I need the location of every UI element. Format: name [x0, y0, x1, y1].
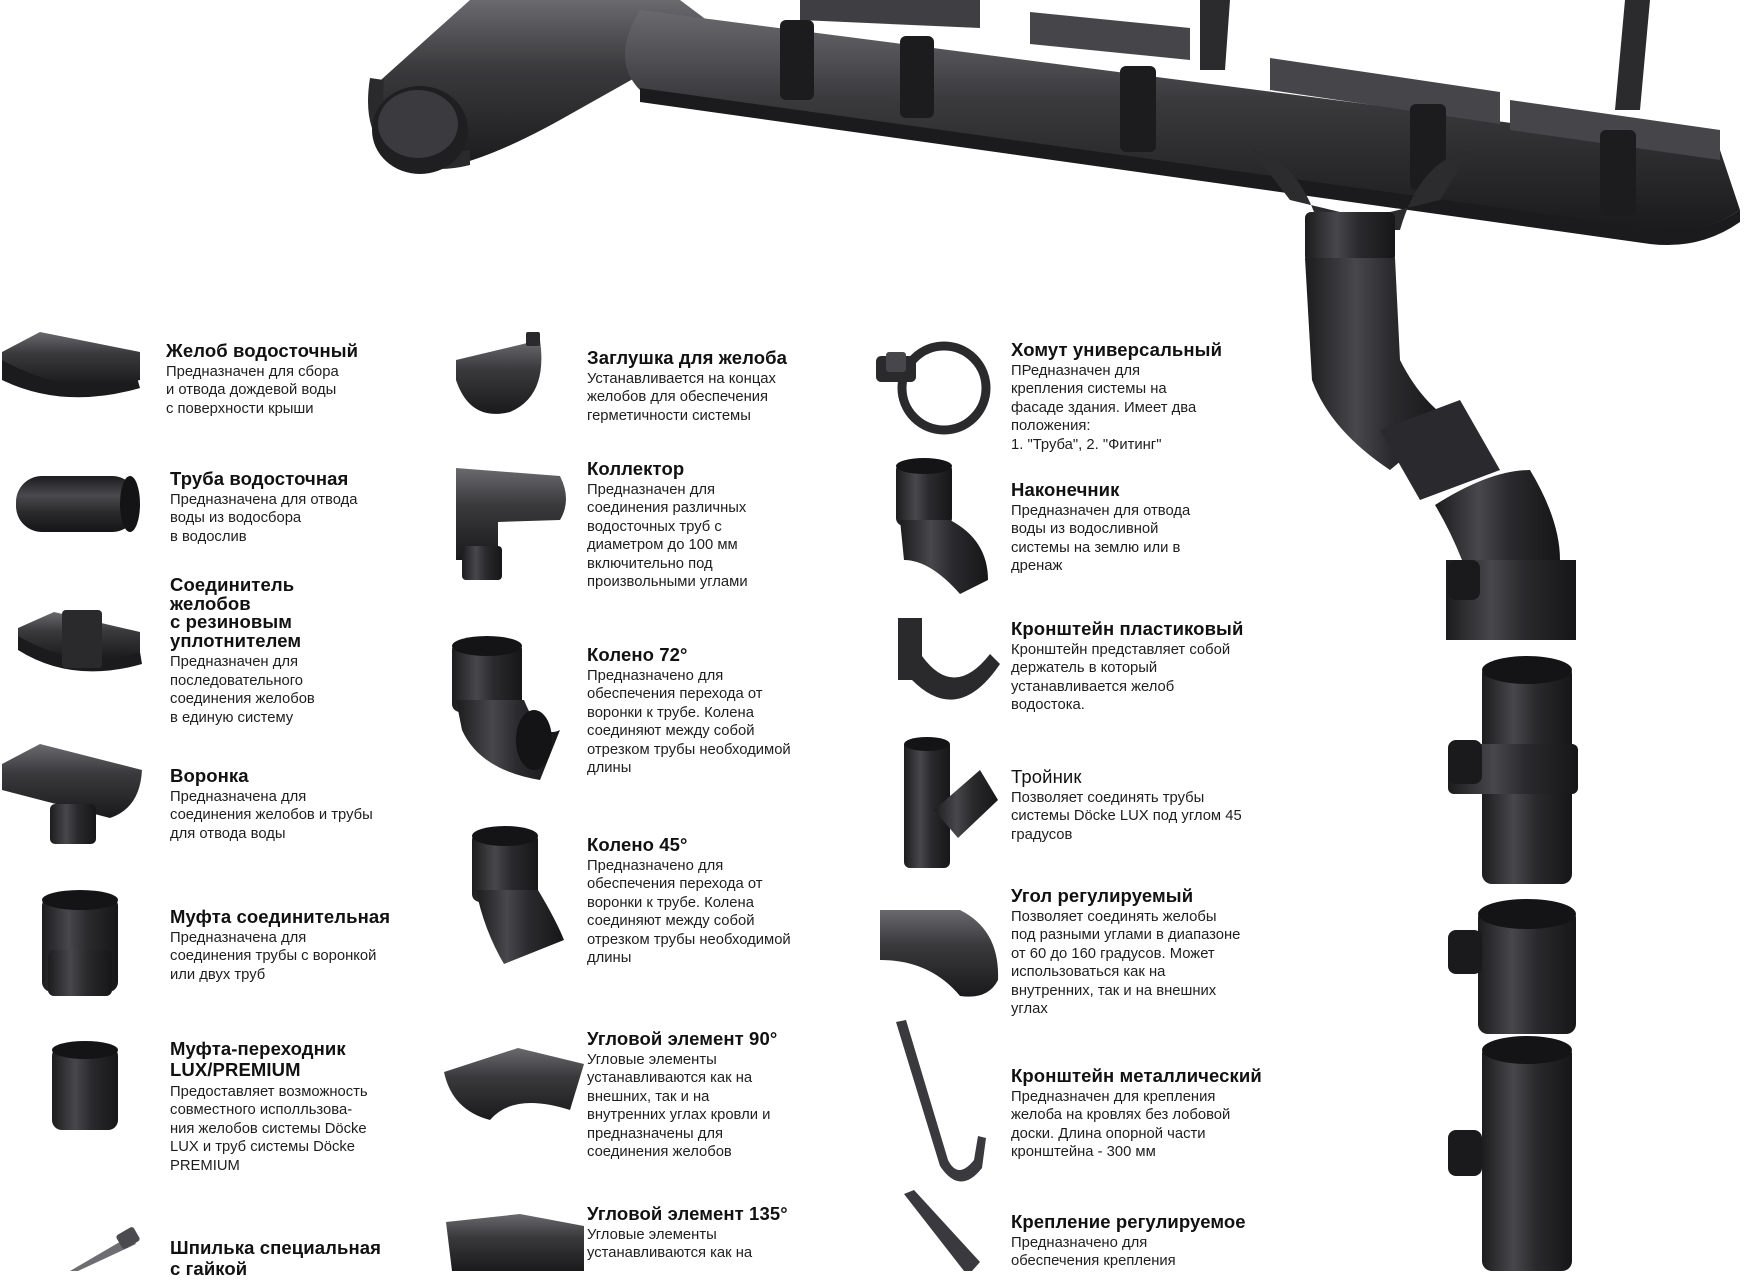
item-title: Воронка [170, 765, 249, 786]
item-description: Предназначена для отвода воды из водосбо… [170, 492, 358, 545]
funnel-icon [2, 744, 142, 844]
item-title: Угловой элемент 90° [587, 1028, 778, 1049]
item-title: Желоб водосточный [166, 340, 359, 361]
plastic-bracket-icon [898, 618, 1000, 700]
item-adjustable-mount: Крепление регулируемое Предназначено для… [1011, 1212, 1301, 1271]
item-pipe: Труба водосточная Предназначена для отво… [170, 469, 430, 546]
end-cap-icon [456, 332, 542, 414]
gutter-system-illustration [368, 0, 1740, 1271]
gutter-icon [2, 332, 140, 398]
pipe-icon [16, 476, 140, 532]
item-metal-bracket: Кронштейн металлический Предназначен для… [1011, 1066, 1301, 1162]
item-description: Предназначено для обеспечения перехода о… [587, 668, 791, 777]
item-description: Кронштейн представляет собой держатель в… [1011, 642, 1231, 714]
item-coupling: Муфта соединительная Предназначена для с… [170, 907, 430, 984]
item-gutter: Желоб водосточный Предназначен для сбора… [166, 341, 426, 418]
item-connector: Соединитель желобов с резиновым уплотнит… [170, 574, 430, 727]
collector-icon [456, 468, 566, 580]
item-corner-90: Угловой элемент 90° Угловые элементы уст… [587, 1029, 847, 1161]
item-title: Соединитель желобов с резиновым уплотнит… [170, 574, 302, 651]
item-adapter: Муфта-переходник LUX/PREMIUM Предоставля… [170, 1038, 430, 1175]
item-title: Крепление регулируемое [1011, 1211, 1246, 1232]
adjustable-mount-icon [904, 1190, 980, 1271]
corner-90-icon [444, 1048, 584, 1120]
item-elbow-72: Колено 72° Предназначено для обеспечения… [587, 645, 847, 777]
adjustable-corner-icon [880, 910, 999, 997]
gutter-connector-icon [18, 610, 142, 672]
clamp-icon [876, 341, 991, 435]
item-description: Предназначен для крепления желоба на кро… [1011, 1089, 1231, 1161]
item-description: Позволяет соединять трубы системы Döcke … [1011, 790, 1242, 843]
item-title: Кронштейн металлический [1011, 1065, 1262, 1086]
item-description: Предоставляет возможность совместного ис… [170, 1084, 368, 1174]
item-funnel: Воронка Предназначена для соединения жел… [170, 766, 430, 843]
item-end-cap: Заглушка для желоба Устанавливается на к… [587, 348, 847, 425]
item-title: Колено 72° [587, 644, 688, 665]
item-title: Хомут универсальный [1011, 339, 1223, 360]
item-description: Устанавливается на концах желобов для об… [587, 371, 776, 424]
pipe-tip-icon [896, 458, 988, 594]
item-title: Угол регулируемый [1011, 885, 1194, 906]
item-title: Кронштейн пластиковый [1011, 618, 1244, 639]
item-collector: Коллектор Предназначен для соединения ра… [587, 459, 847, 591]
item-description: ПРедназначен для крепления системы на фа… [1011, 363, 1197, 453]
item-description: Предназначена для соединения трубы с вор… [170, 930, 377, 983]
item-stud: Шпилька специальная с гайкой [170, 1237, 430, 1282]
item-corner-135: Угловой элемент 135° Угловые элементы ус… [587, 1204, 847, 1263]
tee-icon [904, 737, 998, 868]
coupling-icon [42, 890, 118, 996]
item-title: Коллектор [587, 458, 685, 479]
item-elbow-45: Колено 45° Предназначено для обеспечения… [587, 835, 847, 967]
item-clamp: Хомут универсальный ПРедназначен для кре… [1011, 340, 1291, 454]
item-tee: Тройник Позволяет соединять трубы систем… [1011, 767, 1301, 844]
adapter-icon [52, 1041, 118, 1130]
item-title: Муфта-переходник LUX/PREMIUM [170, 1038, 346, 1080]
item-title: Труба водосточная [170, 468, 349, 489]
item-description: Угловые элементы устанавливаются как на … [587, 1052, 771, 1161]
corner-135-icon [446, 1214, 584, 1271]
item-description: Предназначено для обеспечения перехода о… [587, 858, 791, 967]
item-description: Позволяет соединять желобы под разными у… [1011, 909, 1241, 1018]
item-title: Шпилька специальная с гайкой [170, 1237, 382, 1279]
item-description: Предназначен для сбора и отвода дождевой… [166, 364, 339, 417]
item-title: Колено 45° [587, 834, 688, 855]
item-title: Наконечник [1011, 479, 1120, 500]
elbow-72-icon [452, 636, 560, 780]
item-title: Заглушка для желоба [587, 347, 788, 368]
item-pipe-tip: Наконечник Предназначен для отвода воды … [1011, 480, 1291, 576]
stud-icon [70, 1227, 140, 1271]
item-description: Угловые элементы устанавливаются как на [587, 1227, 753, 1262]
item-description: Предназначен для последовательного соеди… [170, 654, 315, 726]
item-description: Предназначен для отвода воды из водослив… [1011, 503, 1191, 575]
item-description: Предназначено для обеспечения крепления [1011, 1235, 1176, 1270]
item-description: Предназначена для соединения желобов и т… [170, 789, 373, 842]
item-title: Муфта соединительная [170, 906, 391, 927]
metal-bracket-icon [896, 1020, 986, 1182]
item-title: Тройник [1011, 766, 1082, 787]
item-plastic-bracket: Кронштейн пластиковый Кронштейн представ… [1011, 619, 1301, 715]
item-title: Угловой элемент 135° [587, 1203, 788, 1224]
item-description: Предназначен для соединения различных во… [587, 482, 748, 591]
elbow-45-icon [472, 826, 564, 964]
item-adjustable-corner: Угол регулируемый Позволяет соединять же… [1011, 886, 1301, 1018]
